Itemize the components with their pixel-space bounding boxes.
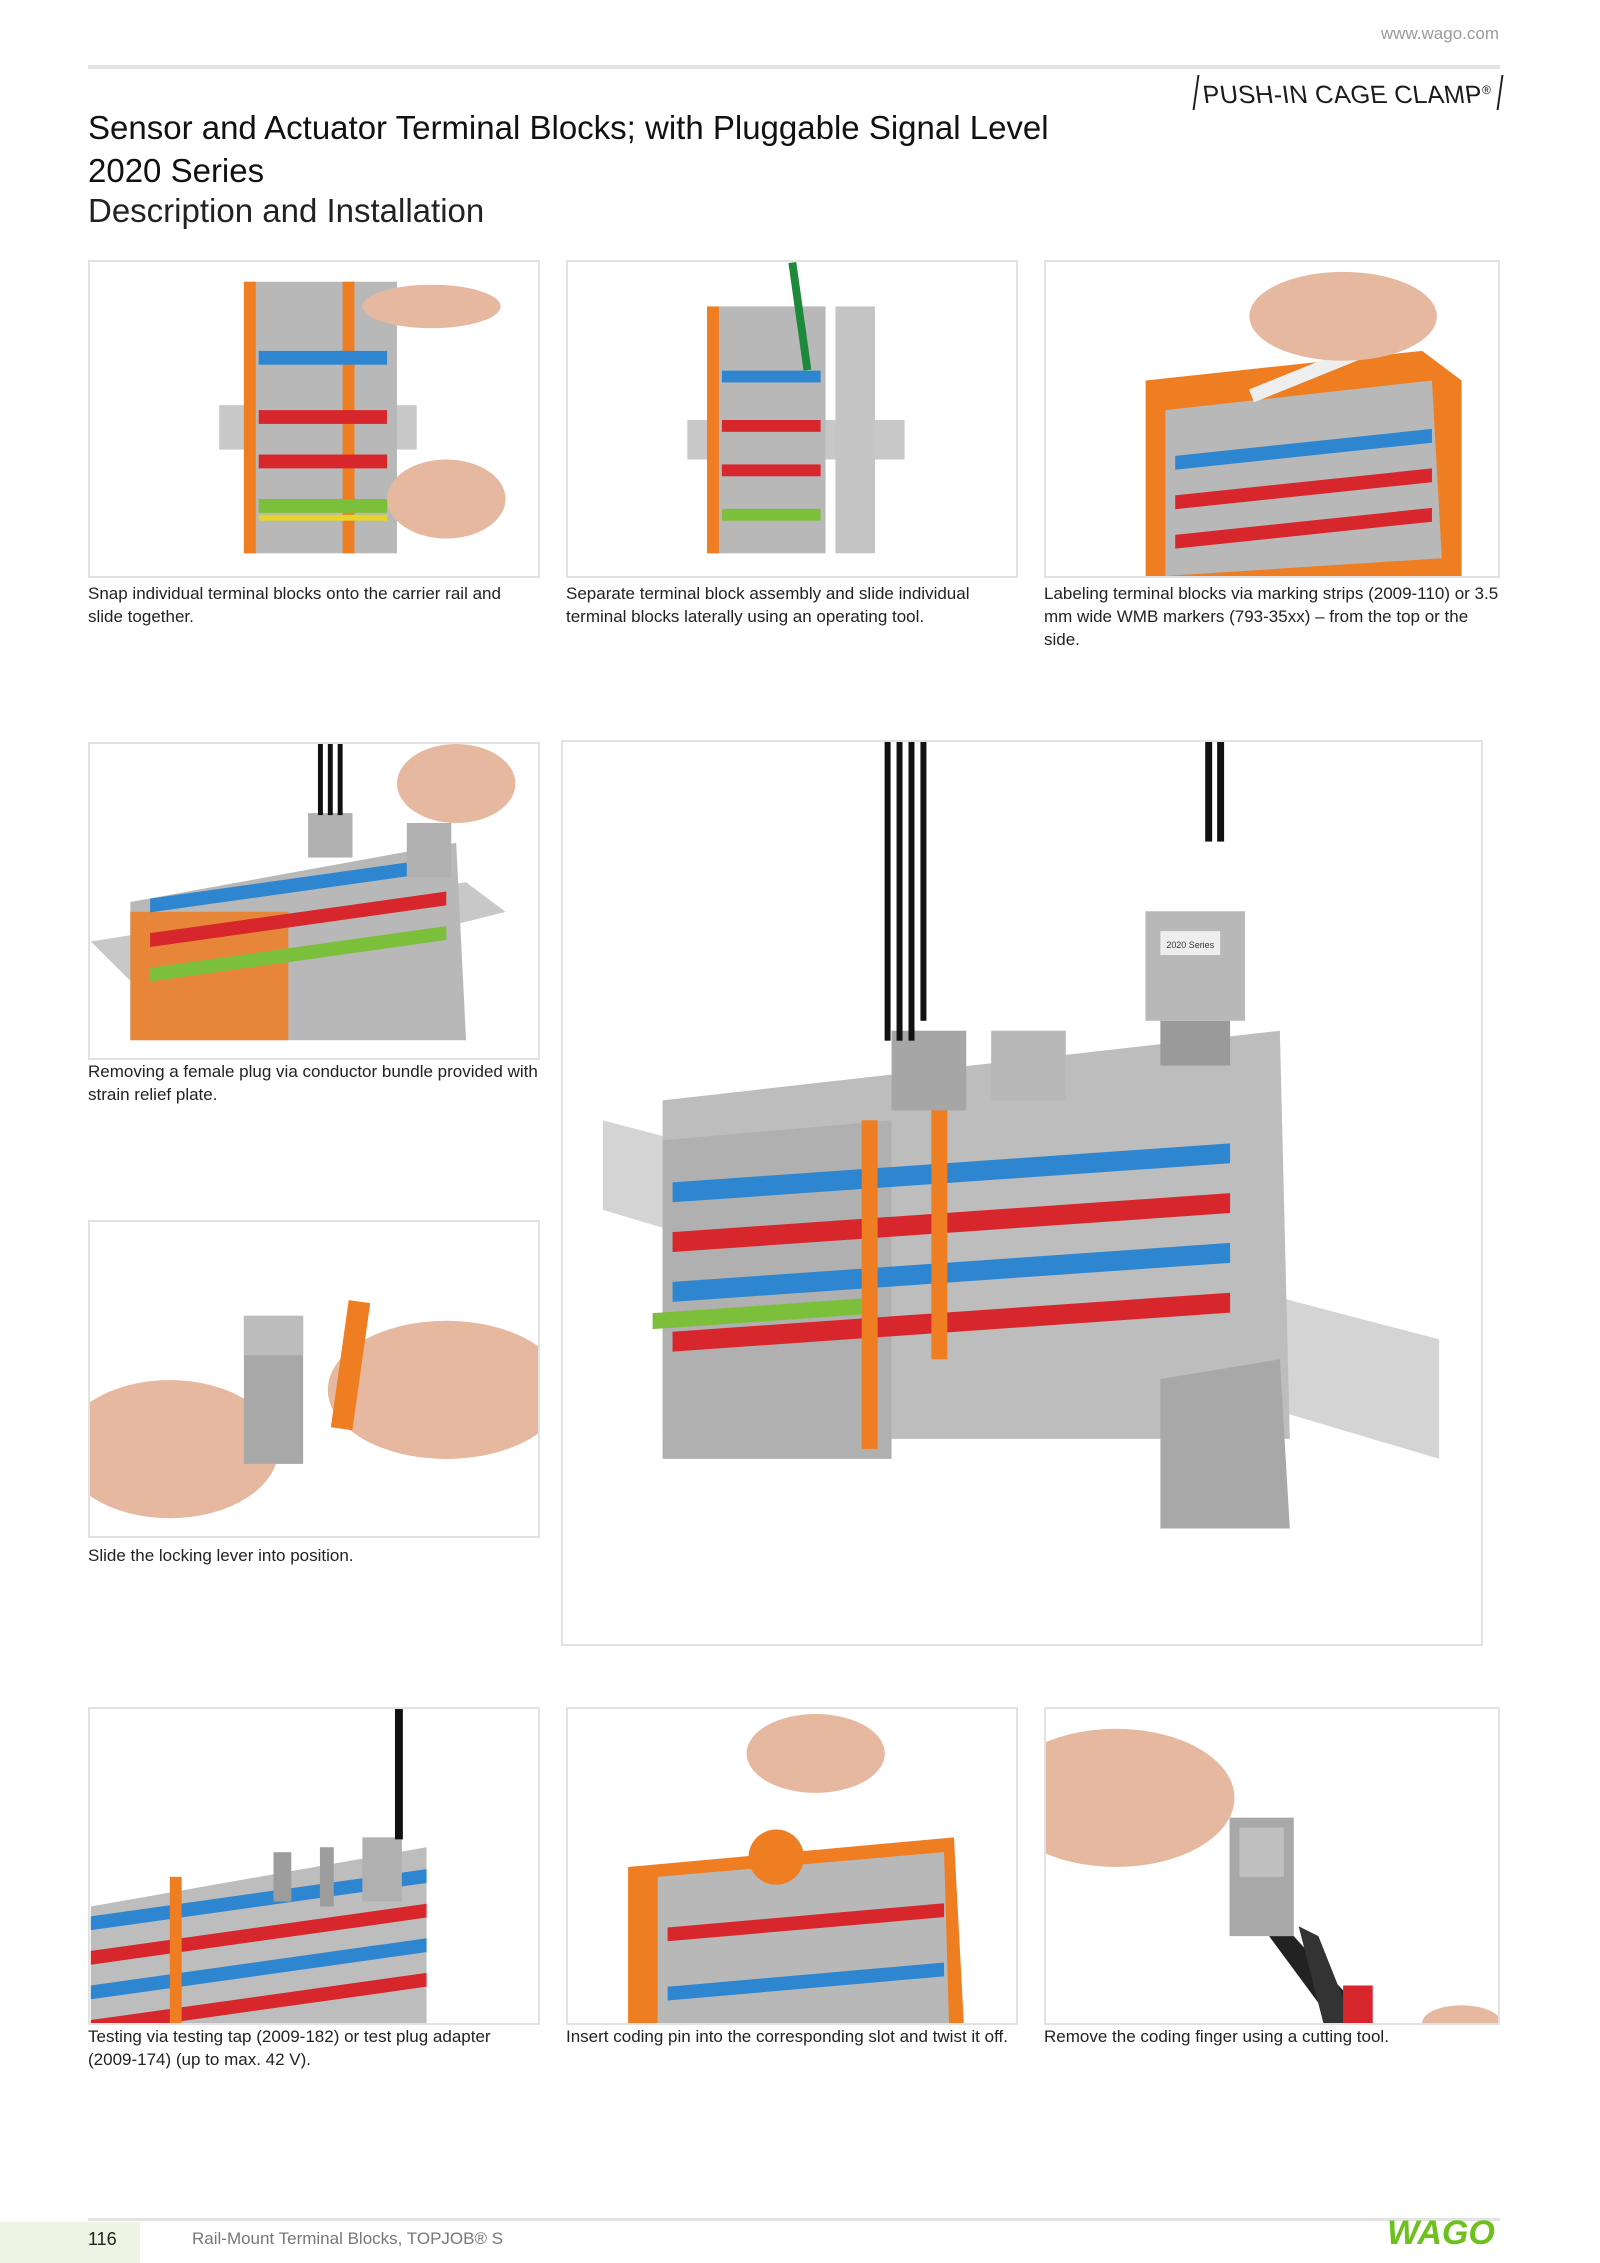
photo-assembly-overview: 2020 Series xyxy=(561,740,1483,1646)
terminal-block-illustration xyxy=(90,1300,538,1519)
photo-locking-lever xyxy=(88,1220,540,1538)
brand-text: PUSH-IN CAGE CLAMP xyxy=(1200,81,1484,110)
photo-coding-pin xyxy=(566,1707,1018,2025)
photo-labeling-blocks xyxy=(1044,260,1500,578)
footer-title: Rail-Mount Terminal Blocks, TOPJOB® S xyxy=(192,2229,504,2248)
terminal-block-illustration xyxy=(219,281,506,554)
photo-separate-blocks xyxy=(566,260,1018,578)
terminal-block-illustration xyxy=(687,262,905,554)
brand-label: PUSH-IN CAGE CLAMP® xyxy=(1192,75,1504,111)
caption-locking: Slide the locking lever into position. xyxy=(88,1546,354,1565)
terminal-block-illustration xyxy=(90,744,516,1041)
page-number: 116 xyxy=(88,2229,117,2249)
photo-removing-plug xyxy=(88,742,540,1060)
terminal-block-illustration xyxy=(628,1713,964,2023)
photo-cutting-tool xyxy=(1044,1707,1500,2025)
terminal-block-illustration xyxy=(1145,271,1462,576)
title-line-1: Sensor and Actuator Terminal Blocks; wit… xyxy=(88,109,1049,146)
header-rule xyxy=(88,65,1500,69)
logo-text: WAGO xyxy=(1387,2214,1495,2250)
caption-cutting: Remove the coding finger using a cutting… xyxy=(1044,2027,1389,2046)
caption-snap: Snap individual terminal blocks onto the… xyxy=(88,584,501,626)
terminal-block-illustration: 2020 Series xyxy=(602,742,1440,1529)
page-number-box xyxy=(0,2222,140,2263)
caption-removing: Removing a female plug via conductor bun… xyxy=(88,1062,538,1104)
photo-snap-onto-rail xyxy=(88,260,540,578)
title-line-2: 2020 Series xyxy=(88,152,265,189)
wago-logo-mark: WAGO xyxy=(1387,2214,1495,2252)
caption-labeling: Labeling terminal blocks via marking str… xyxy=(1044,584,1499,649)
wago-logo: WAGO xyxy=(1381,2214,1501,2252)
terminal-block-illustration xyxy=(1046,1728,1498,2023)
caption-testing: Testing via testing tap (2009-182) or te… xyxy=(88,2027,491,2069)
footer-rule xyxy=(88,2218,1500,2221)
caption-separate: Separate terminal block assembly and sli… xyxy=(566,584,970,626)
plug-label: 2020 Series xyxy=(1166,940,1214,950)
caption-coding: Insert coding pin into the corresponding… xyxy=(566,2027,1008,2046)
photo-testing xyxy=(88,1707,540,2025)
brand-registered-mark: ® xyxy=(1481,83,1491,97)
terminal-block-illustration xyxy=(90,1709,427,2023)
website-url[interactable]: www.wago.com xyxy=(1380,24,1499,43)
page-title: Sensor and Actuator Terminal Blocks; wit… xyxy=(88,106,1138,192)
page-subtitle: Description and Installation xyxy=(88,192,485,229)
